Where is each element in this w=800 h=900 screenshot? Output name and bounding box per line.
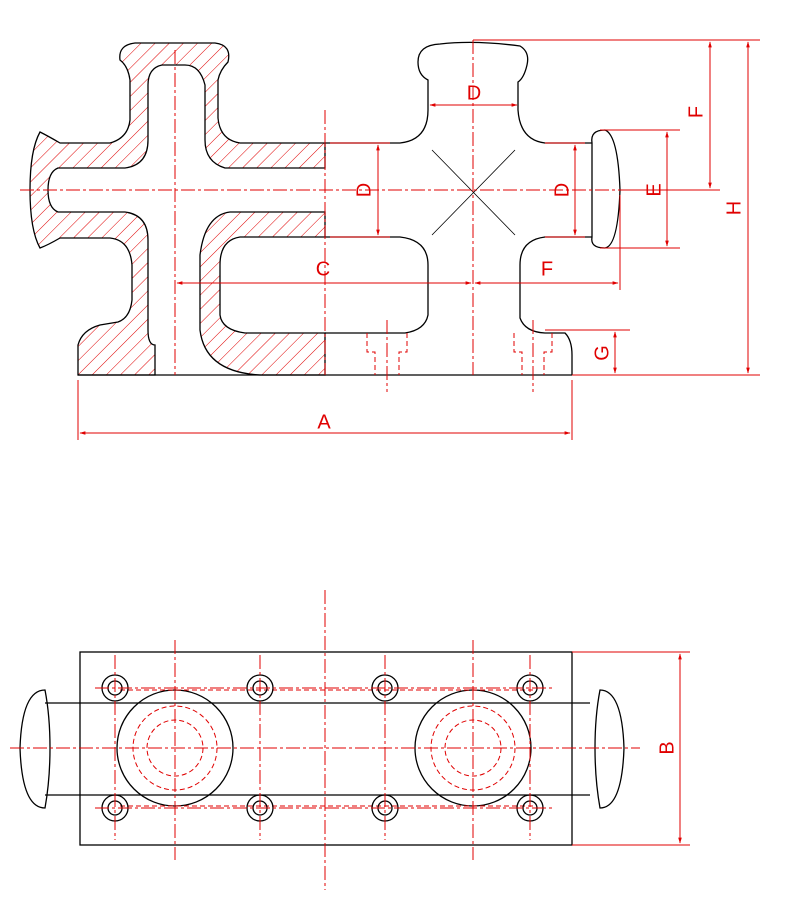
label-f-upper: F [685,106,707,118]
label-d-top: D [467,82,481,104]
horizontal-pipe [45,702,590,796]
cross-mark [431,149,516,236]
body-outline-right [78,41,592,376]
label-h: H [723,201,745,215]
bolt-hidden-right [513,333,553,375]
label-g: G [591,345,613,361]
bolt-hidden-left [366,333,408,375]
label-d-right: D [551,183,573,197]
label-d-middle: D [353,183,375,197]
label-c: C [316,258,330,280]
extension-lines-b [572,651,690,846]
label-e: E [643,183,665,196]
top-view: B [10,590,690,890]
right-post-head [591,129,621,249]
label-a: A [317,411,331,433]
front-view: D D D C F A H F E G [20,39,760,440]
extension-lines [77,39,760,440]
label-b: B [656,741,678,754]
right-end-head [594,689,625,809]
label-f-lower: F [541,258,553,280]
hidden-body-outline [120,689,535,807]
top-view-centerlines [10,590,640,890]
section-left-hatched [29,42,326,376]
left-end-head [19,689,51,809]
